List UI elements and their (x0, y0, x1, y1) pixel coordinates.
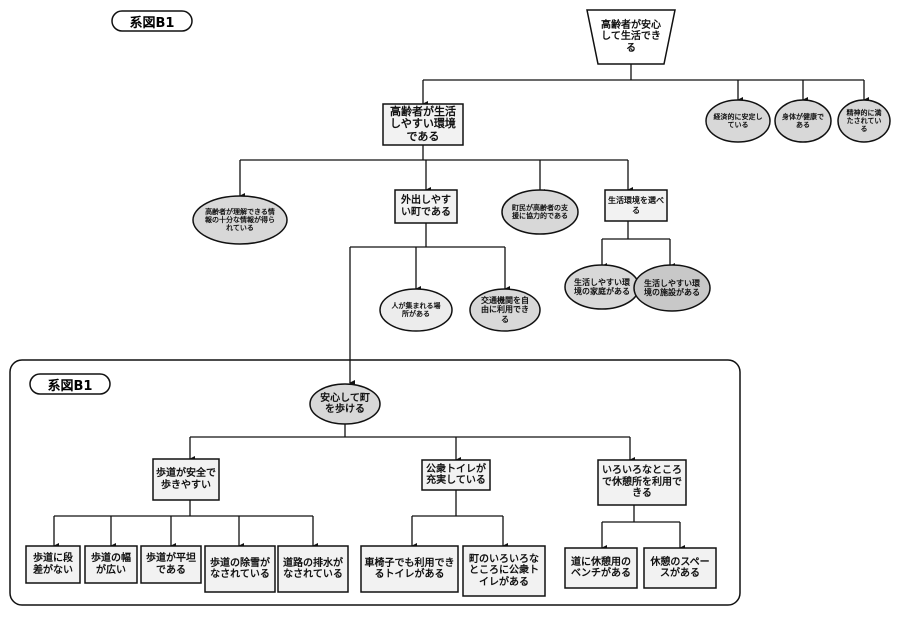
node-shape-g5 (277, 545, 349, 593)
node-shape-a3 (774, 99, 832, 143)
diagram-tag-box-outline (29, 373, 111, 395)
node-shape-g4 (204, 545, 276, 593)
node-shape-g6 (360, 545, 459, 593)
node-shape-b4 (604, 189, 668, 222)
node-shape-e0 (309, 383, 381, 425)
node-shape-f1 (152, 458, 220, 501)
node-shape-g9 (643, 547, 717, 589)
node-shape-f2 (421, 459, 491, 491)
diagram-tag-top: 系図B1 (129, 15, 175, 31)
node-shape-b2 (394, 189, 458, 224)
node-shape-d1 (564, 264, 640, 310)
node-shape-root (586, 9, 676, 65)
node-shape-b1 (192, 195, 288, 245)
node-shape-f3 (597, 459, 687, 506)
node-shape-g1 (25, 545, 81, 584)
node-shape-c1 (379, 288, 453, 332)
subtree-frame (9, 359, 741, 606)
node-shape-a4 (837, 99, 891, 143)
node-shape-b3 (501, 189, 579, 235)
node-shape-a1 (382, 103, 464, 146)
node-shape-d2 (633, 264, 711, 312)
node-shape-g8 (564, 547, 638, 589)
node-shape-g7 (462, 545, 546, 597)
node-shape-g3 (140, 545, 202, 584)
node-shape-g2 (84, 545, 138, 584)
node-shape-a2 (705, 99, 771, 143)
diagram-tag-box: 系図B1 (47, 378, 93, 394)
node-shape-c2 (469, 288, 541, 332)
diagram-tag-top-outline (111, 10, 193, 32)
